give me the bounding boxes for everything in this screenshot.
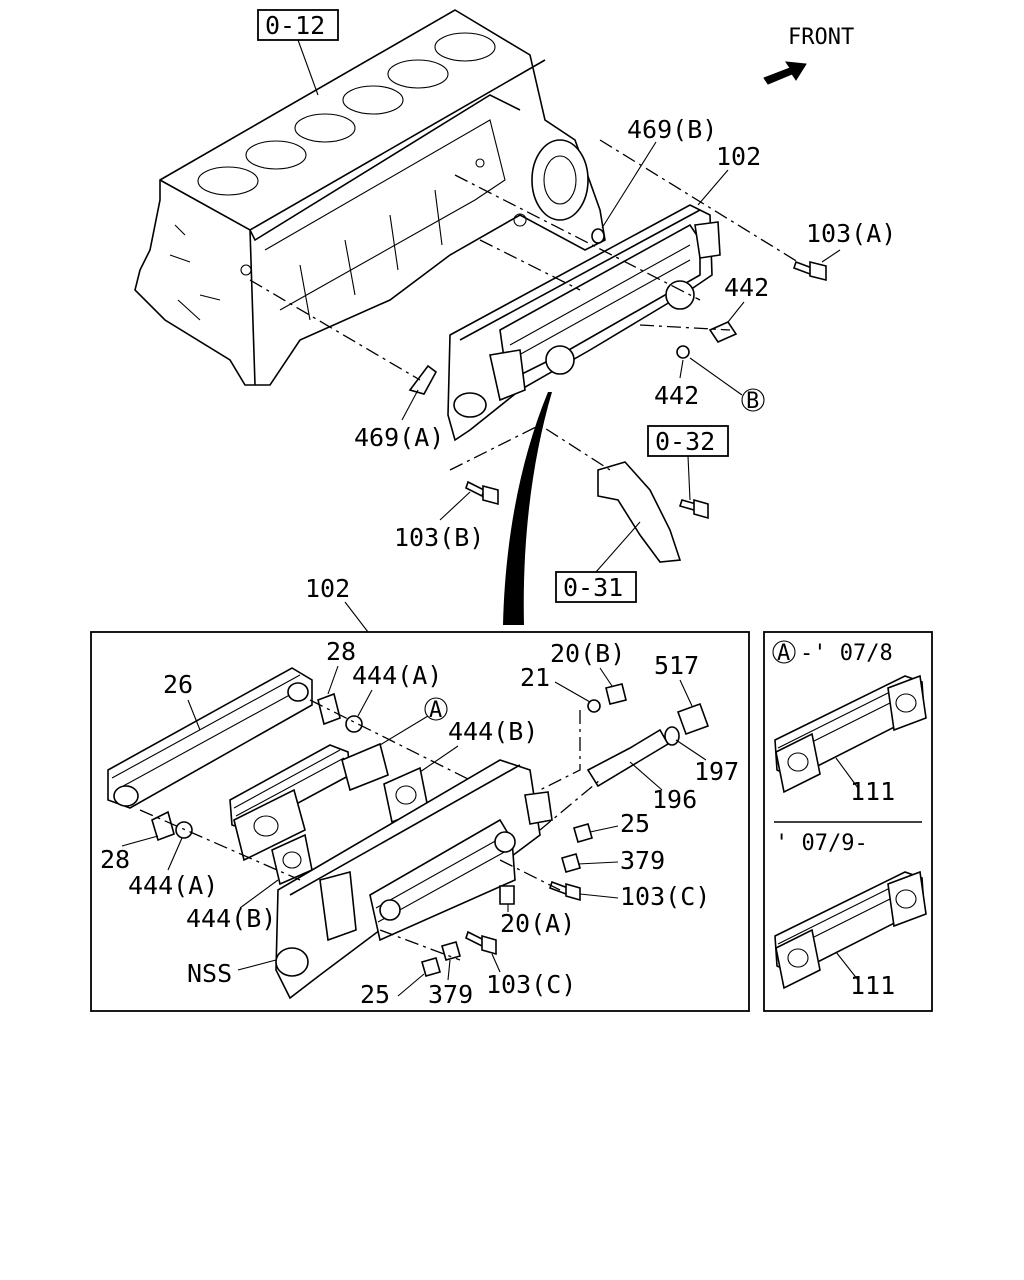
label-444b-bottom: 444(B): [186, 904, 276, 933]
label-444b-top: 444(B): [448, 717, 538, 746]
oil-cooler-assembly-top: [447, 204, 721, 442]
nut-25-right-part: [573, 823, 593, 843]
label-197: 197: [694, 757, 739, 786]
label-442-top: 442: [724, 273, 769, 302]
callout-a-circle: [424, 697, 448, 721]
water-pipe-0-31-part: [597, 461, 682, 563]
cooler-element-111-b-part: [774, 870, 927, 990]
nut-379-right-part: [561, 853, 581, 873]
label-469a: 469(A): [354, 423, 444, 452]
label-444a-top: 444(A): [352, 661, 442, 690]
ref-0-12[interactable]: 0-12: [265, 11, 325, 40]
callout-b-circle: [741, 388, 765, 412]
gasket-469a-part: [408, 364, 438, 395]
front-label: FRONT: [788, 25, 854, 50]
gasket-28-bottom-part: [151, 810, 175, 842]
cooler-element-26-part: [107, 667, 313, 809]
label-103a: 103(A): [806, 219, 896, 248]
gasket-442-top-part: [708, 320, 738, 344]
oring-444a-top-part: [345, 715, 363, 733]
variant-a-part-label: 111: [850, 777, 895, 806]
label-20a: 20(A): [500, 909, 575, 938]
variant-b-part-label: 111: [850, 971, 895, 1000]
variant-panel: [763, 631, 933, 1012]
ref-0-32[interactable]: 0-32: [655, 427, 715, 456]
label-102-mid: 102: [305, 574, 350, 603]
label-379-right: 379: [620, 846, 665, 875]
gasket-469b-part: [591, 228, 605, 244]
exploded-view-panel: [90, 631, 750, 1012]
variant-a-letter: A: [777, 641, 790, 666]
label-442-bottom: 442: [654, 381, 699, 410]
variant-b-period: ' 07/9-: [775, 831, 868, 856]
valve-196-part: [586, 728, 670, 788]
label-444a-bottom: 444(A): [128, 871, 218, 900]
label-26: 26: [163, 670, 193, 699]
label-103b: 103(B): [394, 523, 484, 552]
cylinder-block: [134, 9, 606, 386]
cooler-housing-part: [275, 759, 553, 1000]
variant-a-circle: [772, 640, 796, 664]
label-25-bottom: 25: [360, 980, 390, 1009]
label-103c-bottom: 103(C): [486, 970, 576, 999]
nut-25-bottom-part: [421, 957, 441, 977]
label-20b: 20(B): [550, 639, 625, 668]
ref-0-31[interactable]: 0-31: [563, 573, 623, 602]
bolt-0-32-part: [678, 498, 709, 520]
plug-20a-part: [499, 885, 515, 905]
label-28-top: 28: [326, 637, 356, 666]
label-469b: 469(B): [627, 115, 717, 144]
label-102-top: 102: [716, 142, 761, 171]
variant-a-period: -' 07/8: [800, 641, 893, 666]
bolt-103a-part: [792, 260, 827, 282]
callout-a: A: [429, 698, 442, 723]
cooler-plates-part: [229, 742, 389, 862]
label-28-bottom: 28: [100, 845, 130, 874]
front-arrow-icon: [763, 61, 807, 85]
plug-517-part: [676, 702, 710, 736]
bolt-103c-bottom-part: [465, 930, 497, 956]
assembly-leader-arrow: [503, 392, 552, 625]
bolt-103b-part: [465, 480, 499, 506]
bolt-103c-right-part: [548, 880, 581, 902]
oring-21-part: [587, 699, 601, 713]
oring-197-part: [664, 726, 680, 746]
label-103c-right: 103(C): [620, 882, 710, 911]
callout-b: B: [746, 389, 759, 414]
gasket-442-bottom-part: [676, 345, 690, 359]
oring-444a-bottom-part: [175, 821, 193, 839]
label-nss: NSS: [187, 959, 232, 988]
label-196: 196: [652, 785, 697, 814]
label-21: 21: [520, 663, 550, 692]
nut-379-bottom-part: [441, 941, 461, 961]
label-379-bottom: 379: [428, 980, 473, 1009]
label-25-right: 25: [620, 809, 650, 838]
label-517: 517: [654, 651, 699, 680]
cooler-element-111-a-part: [774, 674, 927, 794]
plug-20b-part: [605, 683, 627, 705]
